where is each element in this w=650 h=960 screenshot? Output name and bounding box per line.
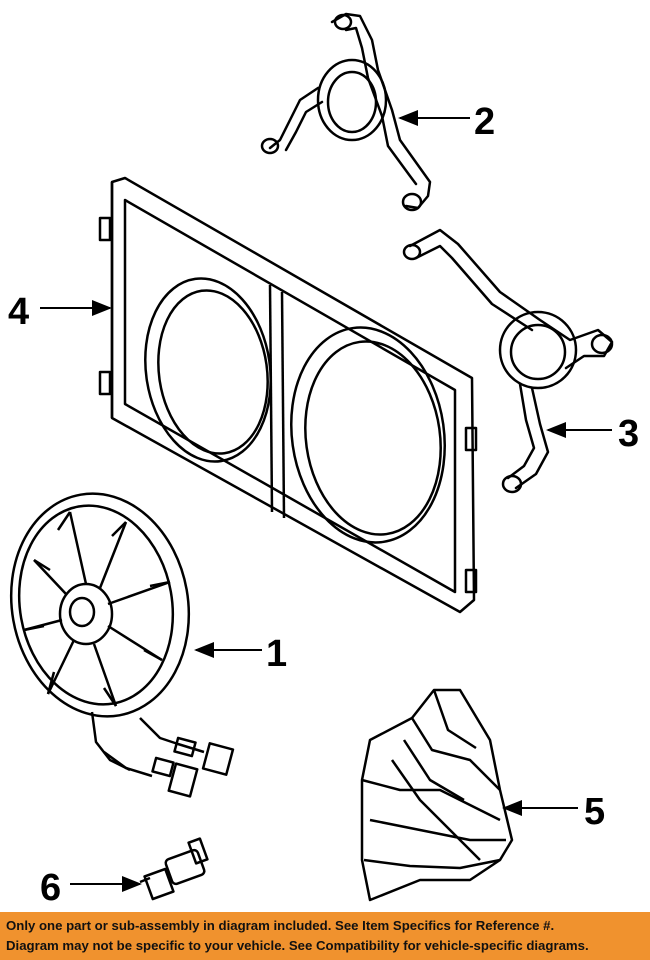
leader-arrows [40,110,612,892]
parts-diagram: 2 3 4 1 5 6 [8,12,639,909]
upper-radiator-hose-icon [260,12,432,212]
callout-5: 5 [584,791,605,833]
callout-4: 4 [8,291,29,333]
callout-3: 3 [618,413,639,455]
lower-radiator-hose-icon [402,228,614,494]
disclaimer-banner: Only one part or sub-assembly in diagram… [0,912,650,960]
disclaimer-line-2: Diagram may not be specific to your vehi… [6,938,589,953]
disclaimer-line-1: Only one part or sub-assembly in diagram… [6,918,555,933]
temperature-switch-icon [139,837,209,901]
air-deflector-icon [360,688,514,902]
callout-6: 6 [40,867,61,909]
callout-1: 1 [266,633,287,675]
fan-assembly-icon [9,492,235,798]
callout-2: 2 [474,101,495,143]
fan-shroud-icon [98,176,478,614]
